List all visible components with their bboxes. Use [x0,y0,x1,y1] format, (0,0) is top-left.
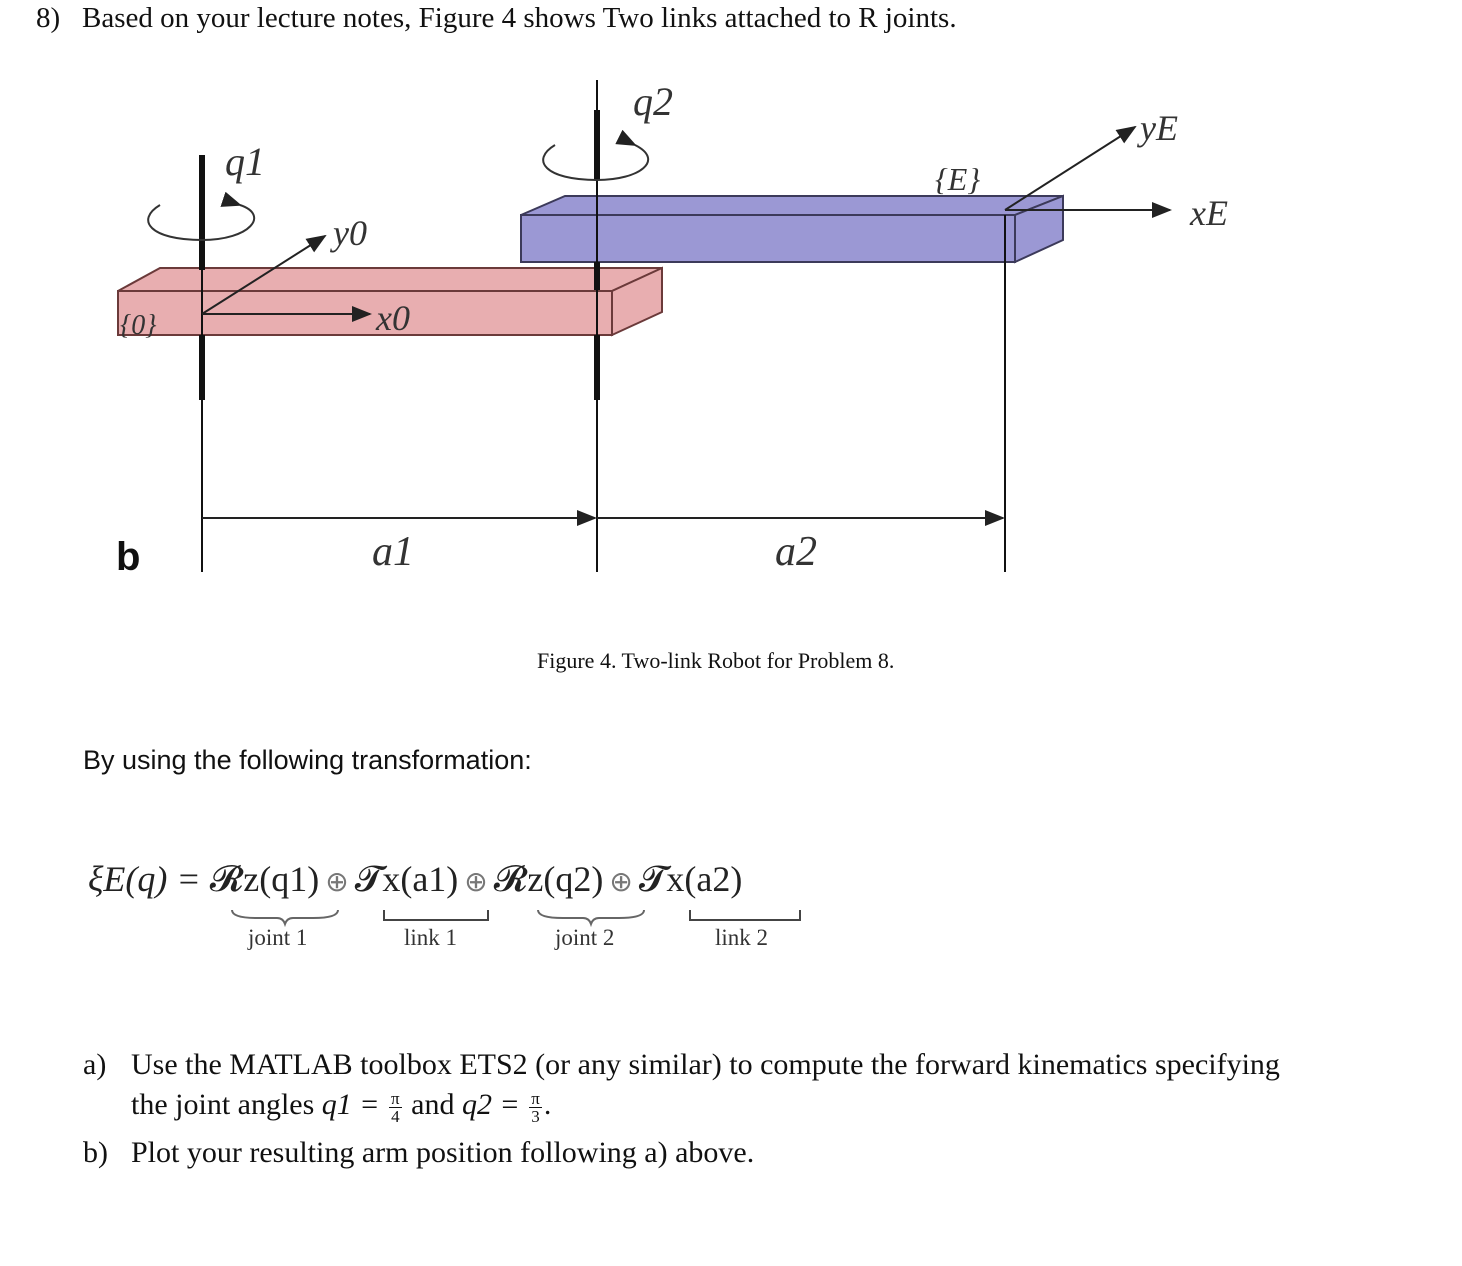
underbrace-joint-2 [537,909,645,928]
brace-label-joint-1: joint 1 [248,925,308,950]
q2-numerator: π [529,1088,542,1108]
q1-denominator: 4 [391,1106,400,1126]
oplus-symbol: ⊕ [609,867,633,898]
part-a-prefix: the joint angles [131,1088,315,1121]
underbracket-link-2 [689,910,801,921]
question-number: 8) [36,2,61,34]
label-q2: q2 [633,79,673,124]
q2-denominator: 3 [531,1106,540,1126]
part-a-mark: a) [83,1048,107,1081]
oplus-symbol: ⊕ [464,867,488,898]
part-b: b) Plot your resulting arm position follo… [83,1136,754,1170]
figure-caption: Figure 4. Two-link Robot for Problem 8. [537,648,895,673]
yE-axis-arrow [1004,125,1137,211]
brace-label-link-1: link 1 [404,925,458,950]
equation-term-link-2: 𝓣x(a2) [638,859,743,899]
q1-numerator: π [389,1088,402,1108]
label-xE: xE [1189,193,1228,233]
underbracket-link-1 [383,910,489,921]
label-frame-0: {0} [120,310,156,341]
part-a-line-1: Use the MATLAB toolbox ETS2 (or any simi… [131,1048,1280,1081]
rotation-arrow-q2-icon [542,129,650,182]
label-b: b [116,535,140,579]
q2-expression: q2 = [461,1088,520,1121]
oplus-symbol: ⊕ [325,867,349,898]
part-b-mark: b) [83,1136,108,1169]
two-link-robot-diagram: q1 q2 y0 x0 {0} {E} yE xE b a1 a2 [116,79,1228,579]
question-text: Based on your lecture notes, Figure 4 sh… [82,2,957,34]
equation-term-joint-2: 𝓡z(q2) [493,859,604,899]
label-yE: yE [1137,108,1178,148]
label-frame-E: {E} [935,161,980,197]
label-y0: y0 [330,213,367,253]
part-b-text: Plot your resulting arm position followi… [131,1136,755,1169]
question-title: 8) Based on your lecture notes, Figure 4 … [36,2,957,35]
part-a: a) Use the MATLAB toolbox ETS2 (or any si… [83,1048,1280,1082]
and-word: and [411,1088,455,1121]
label-a2: a2 [775,529,817,575]
underbrace-joint-1 [231,909,339,928]
equation: ξE(q) = 𝓡z(q1)⊕𝓣x(a1)⊕𝓡z(q2)⊕𝓣x(a2) [88,858,742,901]
brace-label-joint-2: joint 2 [555,925,615,950]
label-x0: x0 [375,298,410,338]
label-q1: q1 [225,139,265,184]
equation-lhs: ξE(q) = [88,859,201,899]
equation-term-link-1: 𝓣x(a1) [354,859,459,899]
link-2 [520,194,1064,264]
transformation-intro: By using the following transformation: [83,745,532,775]
equation-term-joint-1: 𝓡z(q1) [209,859,320,899]
rotation-arrow-q1-icon [147,191,255,242]
brace-label-link-2: link 2 [715,925,769,950]
link-1 [117,266,663,337]
label-a1: a1 [372,529,414,575]
y0-axis-arrow [201,234,327,315]
q1-expression: q1 = [321,1088,380,1121]
